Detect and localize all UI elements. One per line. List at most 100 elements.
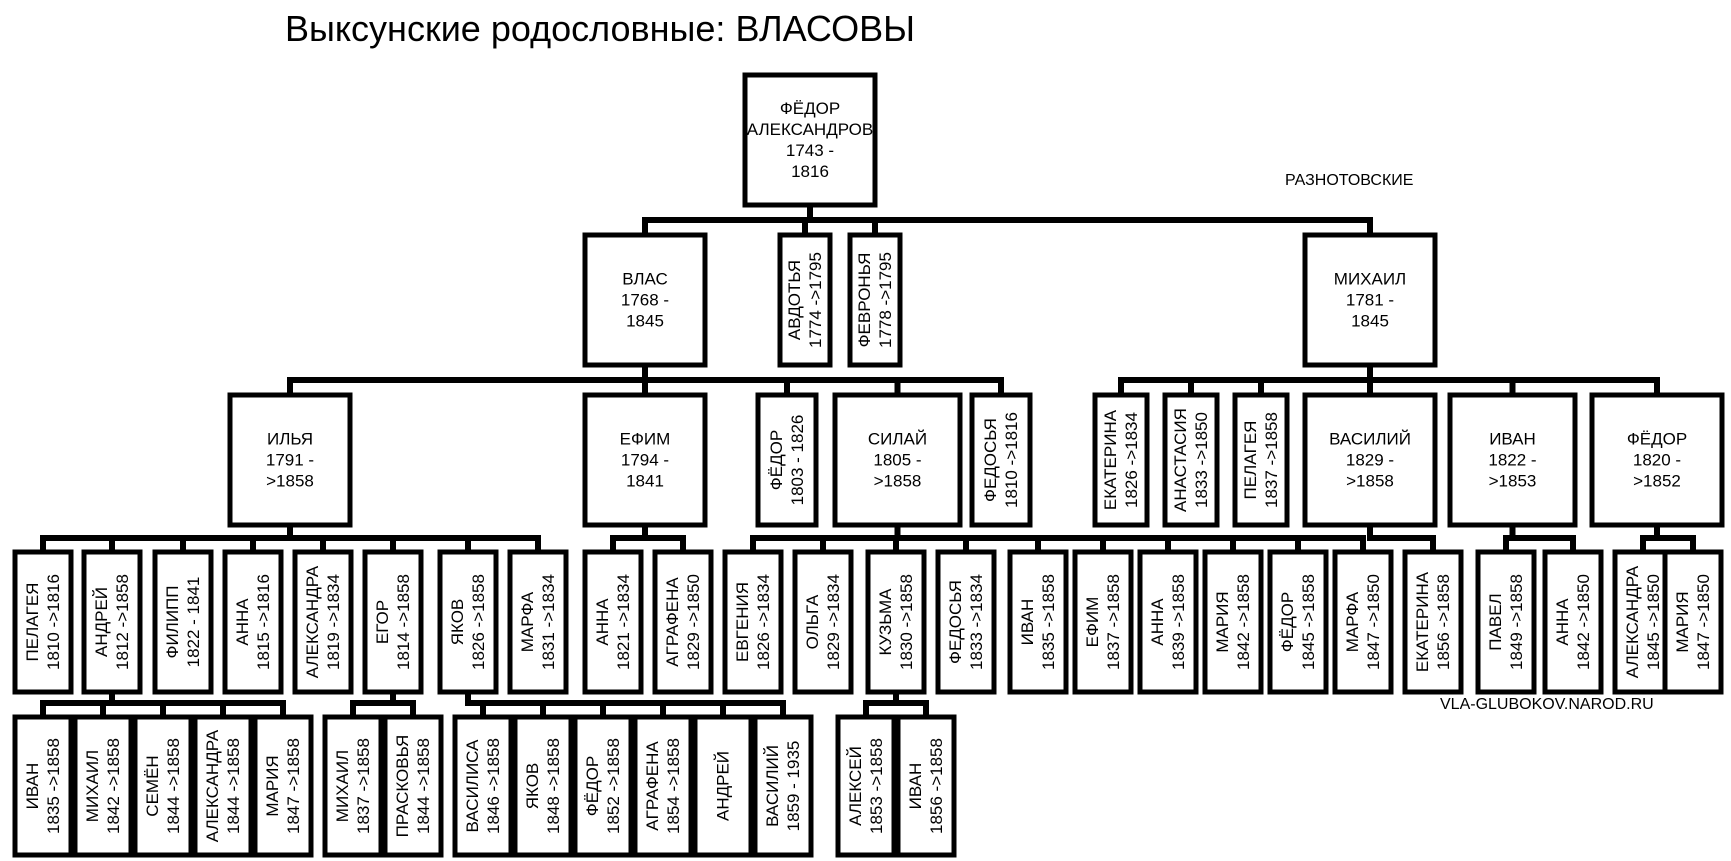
person-box-frame [507,549,569,695]
person-box-frame [777,232,833,368]
person-box-line: ФЕДОСЬЯ [946,580,965,664]
person-box-line: 1846 ->1858 [484,738,503,834]
person-box-line: 1805 - [873,451,921,470]
person-box-line: 1743 - [786,141,834,160]
person-box-line: АГРАФЕНА [663,577,682,667]
person-box-line: 1844 ->1858 [414,738,433,834]
person-box-frame [72,714,134,858]
person-box-line: МИХАИЛ [1334,270,1406,289]
person-box-frame [722,549,784,695]
site-watermark: VLA-GLUBOKOV.NAROD.RU [1440,696,1654,713]
person-box-line: ИВАН [1018,599,1037,646]
person-box-frame [452,714,514,858]
person-box-line: ИВАН [1489,430,1536,449]
person-box-frame [572,714,634,858]
person-box-frame [1162,392,1220,528]
person-box-line: ВАСИЛИЙ [1329,430,1411,449]
person-box-line: ЕКАТЕРИНА [1413,571,1432,672]
person-box-line: 1842 ->1850 [1574,574,1593,670]
person-box-line: МАРФА [1343,591,1362,652]
person-box-line: >1858 [874,472,922,491]
person-box-line: АНДРЕЙ [714,751,733,821]
person-box-line: 1819 ->1834 [324,574,343,670]
person-box-line: МАРФА [518,591,537,652]
person-box-frame [1302,392,1438,528]
person-box-frame [1232,392,1290,528]
person-box-line: 1837 ->1858 [1262,412,1281,508]
person-box-line: 1837 ->1858 [1104,574,1123,670]
person-box-line: 1822 - [1488,451,1536,470]
person-box-line: ПРАСКОВЬЯ [393,735,412,838]
person-box-line: ВАСИЛИЙ [763,745,782,827]
person-box-line: ФЁДОР [1627,430,1687,449]
person-box-frame [1092,392,1150,528]
person-box-line: 1778 ->1795 [876,252,895,348]
person-box-line: 1835 ->1858 [44,738,63,834]
person-box-line: 1845 ->1850 [1644,574,1663,670]
person-box-line: ПАВЕЛ [1486,593,1505,650]
person-box-line: >1853 [1489,472,1537,491]
person-box-line: АЛЕКСАНДРА [1623,565,1642,678]
person-box-line: 1791 - [266,451,314,470]
person-box-frame [1332,549,1394,695]
person-box-frame [81,549,143,695]
person-box-line: ЕГОР [373,600,392,644]
person-box-frame [292,549,354,695]
person-box-line: 1815 ->1816 [254,574,273,670]
person-box-line: ПЕЛАГЕЯ [1241,421,1260,500]
person-box-frame [1072,549,1134,695]
person-box-frame [1402,549,1464,695]
person-box-line: 1844 ->1858 [224,738,243,834]
person-box-line: 1845 [626,312,664,331]
person-box-frame [1475,549,1537,695]
person-box-line: 1839 ->1858 [1169,574,1188,670]
person-box-frame [632,714,694,858]
person-box-line: ЕФИМ [620,430,671,449]
person-box-line: 1856 ->1858 [1434,574,1453,670]
person-box-frame [832,392,963,528]
person-box-line: 1859 - 1935 [784,741,803,832]
person-box-line: МИХАИЛ [333,750,352,822]
person-box-line: ИВАН [906,763,925,810]
person-box-line: АЛЕКСЕЙ [846,746,865,826]
person-box-frame [362,549,424,695]
person-box-line: 1831 ->1834 [539,574,558,670]
person-box-line: >1852 [1633,472,1681,491]
person-box-frame [1662,549,1724,695]
person-box-line: 1844 ->1858 [164,738,183,834]
person-box-frame [12,549,74,695]
person-box-frame [742,72,878,208]
person-box-frame [1589,392,1725,528]
person-box-line: АВДОТЬЯ [785,260,804,340]
person-box-frame [382,714,444,858]
person-box-line: 1852 ->1858 [604,738,623,834]
person-box-frame [582,549,644,695]
person-box-line: АГРАФЕНА [643,741,662,831]
person-box-line: 1781 - [1346,291,1394,310]
